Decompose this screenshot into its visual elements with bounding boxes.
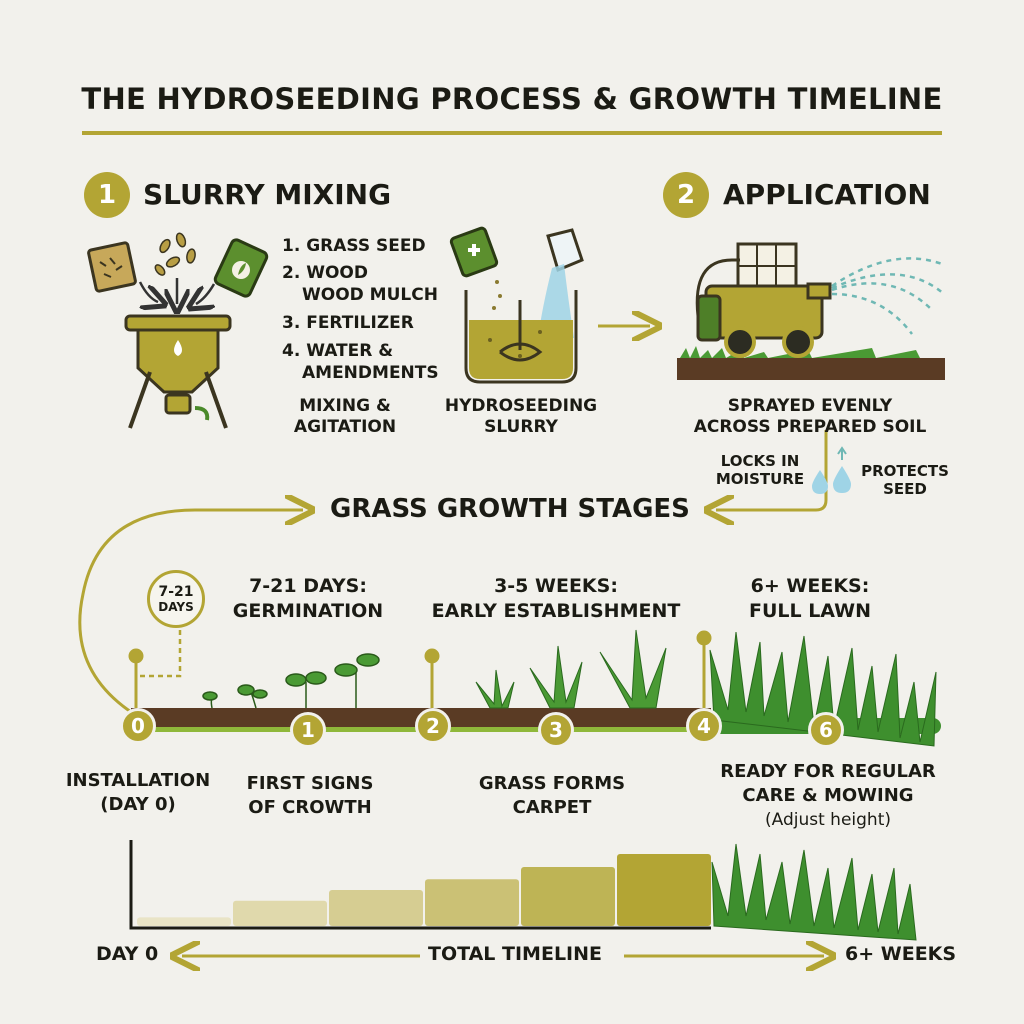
caption-carpet: GRASS FORMS CARPET <box>478 773 626 818</box>
caption-first-signs: FIRST SIGNS OF CROWTH <box>246 773 374 818</box>
days-bubble: 7-21 DAYS <box>147 570 205 628</box>
locks-moisture-label: LOCKS IN MOISTURE <box>715 452 805 488</box>
timeline-start-label: DAY 0 <box>96 943 159 965</box>
full-lawn-icon <box>709 631 937 747</box>
mature-grass-icon <box>711 843 917 941</box>
timeline-end-label: 6+ WEEKS <box>845 943 957 965</box>
title-divider <box>82 131 942 135</box>
water-pitcher-icon <box>538 228 584 338</box>
seed-bag-icon <box>87 241 137 293</box>
ingredient-4-detail: AMENDMENTS <box>302 363 439 383</box>
timeline-bar-5 <box>617 854 711 926</box>
slurry-tub-icon <box>464 290 578 384</box>
seedlings-icon <box>202 653 380 709</box>
ingredient-1: 1. GRASS SEED <box>282 236 426 256</box>
young-grass-icon <box>475 629 667 709</box>
timeline-node-1: 1 <box>290 712 326 748</box>
timeline-bars <box>137 854 711 926</box>
step-2-title: APPLICATION <box>723 178 931 211</box>
timeline-label: TOTAL TIMELINE <box>428 943 602 965</box>
ingredient-2-detail: WOOD MULCH <box>302 285 438 305</box>
seeds-icon <box>154 232 196 276</box>
caption-ready: READY FOR REGULAR CARE & MOWING (Adjust … <box>706 760 950 832</box>
step-1-title: SLURRY MIXING <box>143 178 392 211</box>
fertilizer-bottle-icon <box>213 238 269 298</box>
timeline-node-6: 6 <box>808 712 844 748</box>
timeline-bar-0 <box>137 917 231 926</box>
caption-installation: INSTALLATION (DAY 0) <box>65 770 211 815</box>
timeline-bar-3 <box>425 879 519 926</box>
slurry-caption: HYDROSEEDING SLURRY <box>444 396 598 437</box>
timeline-node-3: 3 <box>538 712 574 748</box>
ingredient-4: 4. WATER & <box>282 341 394 361</box>
timeline-bar-1 <box>233 900 327 926</box>
page-title: THE HYDROSEEDING PROCESS & GROWTH TIMELI… <box>81 82 943 116</box>
step-2-badge: 2 <box>663 172 709 218</box>
hydroseeder-truck-icon <box>677 242 945 380</box>
caption-ready-note: (Adjust height) <box>765 810 891 830</box>
ingredient-3: 3. FERTILIZER <box>282 313 414 333</box>
timeline-node-4: 4 <box>686 708 722 744</box>
stage-header-establishment: 3-5 WEEKS: EARLY ESTABLISHMENT <box>431 575 681 622</box>
stage-header-germination: 7-21 DAYS: GERMINATION <box>232 575 384 622</box>
application-caption: SPRAYED EVENLY ACROSS PREPARED SOIL <box>693 396 927 437</box>
growth-stages-title: GRASS GROWTH STAGES <box>330 494 690 524</box>
timeline-bar-2 <box>329 890 423 926</box>
timeline-node-0: 0 <box>120 708 156 744</box>
step-1-badge: 1 <box>84 172 130 218</box>
stage-header-full-lawn: 6+ WEEKS: FULL LAWN <box>748 575 872 622</box>
ingredient-2: 2. WOOD <box>282 263 368 283</box>
mixer-caption: MIXING & AGITATION <box>293 396 397 437</box>
mixer-tank-icon <box>124 314 232 429</box>
water-drops-icon <box>812 446 851 494</box>
timeline-bar-4 <box>521 866 615 926</box>
timeline-node-2: 2 <box>415 708 451 744</box>
protects-seed-label: PROTECTS SEED <box>861 462 949 498</box>
